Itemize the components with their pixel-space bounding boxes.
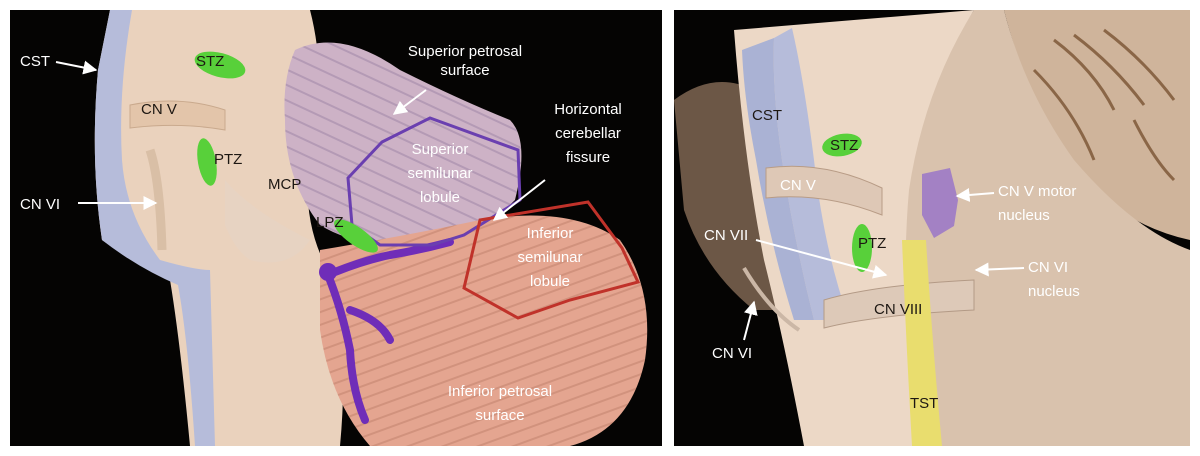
right-dissection-illustration [674, 10, 1190, 446]
cn-vi-nerve-right [742, 266, 801, 332]
cn-vii-viii-bundle [823, 279, 975, 329]
label-ptz-right: PTZ [858, 235, 887, 252]
label-cn-v-right: CN V [780, 177, 816, 194]
corticospinal-tract-left [94, 10, 215, 446]
label-mcp: MCP [268, 176, 302, 193]
arrow-cst-left [55, 60, 98, 75]
arrow-cn-vi-right [743, 300, 758, 341]
label-inferior-semilunar-lobule: Inferior semilunar lobule [517, 225, 583, 290]
inferior-semilunar-outline [462, 200, 641, 320]
label-stz-right: STZ [830, 137, 859, 154]
tst-tract [902, 240, 942, 446]
label-cn-vii: CN VII [704, 227, 749, 244]
left-panel: CST STZ CN V PTZ MCP CN VI LPZ Superior … [10, 10, 662, 446]
cerebellum-background [1004, 10, 1190, 240]
lpz-zone-left [334, 219, 378, 253]
label-superior-semilunar-lobule: Superior semilunar lobule [407, 141, 473, 206]
label-cn-vi-left: CN VI [20, 196, 61, 213]
stz-zone-left [194, 51, 246, 79]
medulla-tissue [884, 10, 1190, 446]
cn-v-root-right [765, 165, 883, 216]
label-cst-left: CST [20, 53, 50, 70]
cpa-nerves [225, 180, 310, 263]
label-inferior-petrosal-surface: Inferior petrosal surface [447, 383, 553, 424]
ptz-zone-left [197, 138, 217, 186]
label-tst: TST [910, 395, 939, 412]
stz-zone-right [822, 133, 862, 157]
cn-v-motor-nucleus [922, 168, 958, 238]
label-ptz-left: PTZ [214, 151, 243, 168]
arrow-cn-vi-nucleus [974, 262, 1025, 277]
arrow-superior-petrosal [392, 89, 427, 115]
label-cn-v-motor-nucleus: CN V motor nucleus [998, 183, 1077, 224]
label-cn-vi-nucleus: CN VI nucleus [1028, 259, 1080, 300]
label-cn-viii: CN VIII [874, 301, 923, 318]
label-cn-v-left: CN V [141, 101, 177, 118]
arrow-horizontal-fissure [492, 179, 546, 221]
left-dissection-illustration [55, 10, 648, 446]
label-lpz: LPZ [316, 214, 344, 231]
label-horizontal-cerebellar-fissure: Horizontal cerebellar fissure [554, 101, 622, 166]
label-cst-right: CST [752, 107, 782, 124]
right-panel: CST STZ CN V CN V motor nucleus CN VII P… [674, 10, 1190, 446]
cn-v-root [129, 100, 226, 131]
label-superior-petrosal-surface: Superior petrosal surface [407, 43, 523, 79]
label-stz-left: STZ [196, 53, 225, 70]
arrow-cn-vii [755, 239, 888, 279]
ptz-zone-right [852, 224, 872, 272]
arrow-cn-v-motor [955, 188, 995, 202]
label-cn-vi-right: CN VI [712, 345, 753, 362]
cn-vi-nerve [145, 148, 167, 251]
